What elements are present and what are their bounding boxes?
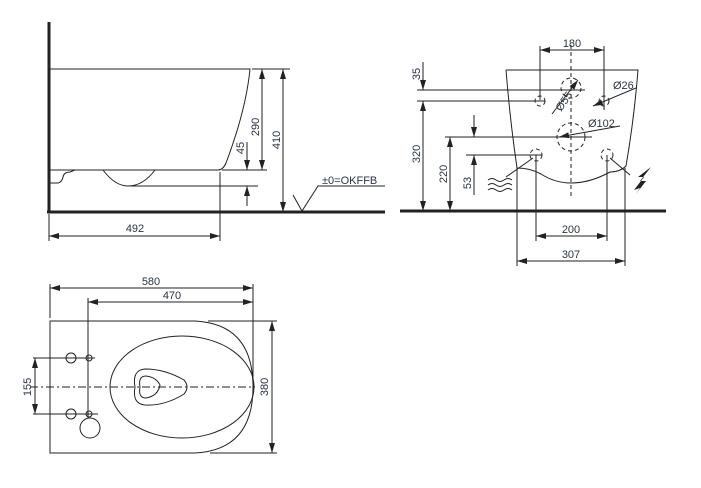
bowl-outline <box>49 68 251 171</box>
dim-155: 155 <box>22 378 34 396</box>
supply-hole-icon <box>79 417 101 439</box>
drain-icon <box>139 375 161 399</box>
outlet-arc <box>102 169 156 187</box>
top-view: 580 470 155 380 <box>22 276 277 454</box>
dim-470: 470 <box>163 290 181 302</box>
front-outline <box>505 69 639 184</box>
dim-290: 290 <box>250 118 262 136</box>
water-inlet-icon <box>487 178 513 192</box>
dim-307: 307 <box>562 249 580 261</box>
dim-380: 380 <box>259 378 271 396</box>
dim-45: 45 <box>235 142 247 154</box>
hole-55-icon <box>560 77 582 99</box>
side-view: 290 410 45 492 ±0=OKFFB <box>47 22 385 241</box>
electric-icon <box>634 167 651 194</box>
dim-410: 410 <box>271 131 283 149</box>
dim-200: 200 <box>562 224 580 236</box>
outlet-contour <box>49 169 76 184</box>
dim-320: 320 <box>411 145 423 163</box>
floor-level-symbol <box>292 185 385 212</box>
dim-220: 220 <box>438 165 450 183</box>
dim-180: 180 <box>563 38 581 50</box>
floor-level-label: ±0=OKFFB <box>322 175 377 187</box>
dim-53: 53 <box>462 177 474 189</box>
dim-580: 580 <box>142 276 160 288</box>
dim-d102: Ø102 <box>588 118 615 130</box>
dim-35: 35 <box>411 68 423 80</box>
dim-d55: Ø55 <box>554 90 576 114</box>
dim-d26: Ø26 <box>613 80 634 92</box>
front-view: 180 Ø55 Ø26 Ø102 35 320 220 53 20 <box>400 38 666 266</box>
dim-492: 492 <box>126 223 144 235</box>
top-outline <box>49 320 254 454</box>
